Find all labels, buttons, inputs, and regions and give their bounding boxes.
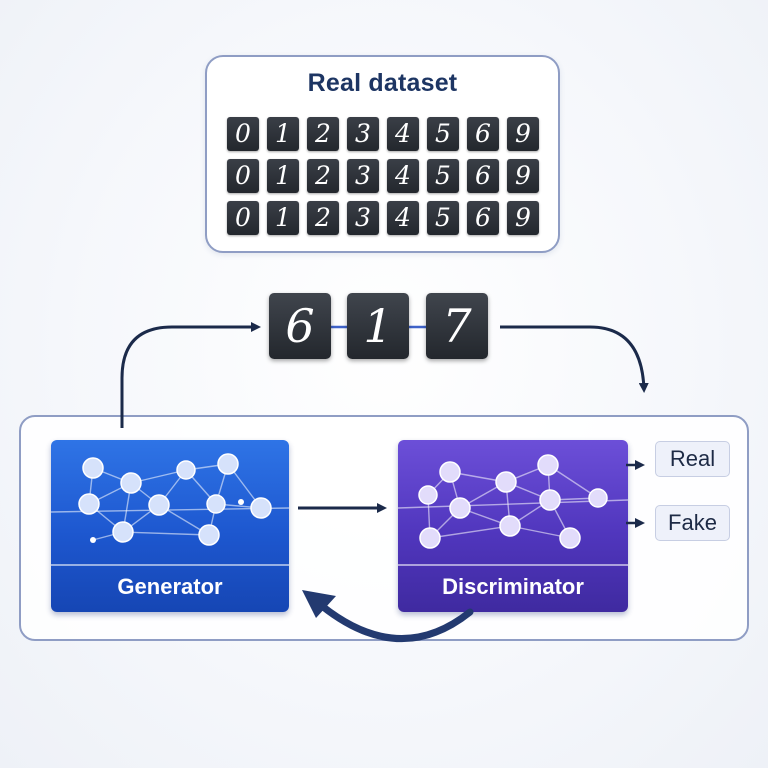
generator-network-graph [51, 453, 289, 546]
network-node [539, 489, 561, 511]
network-node [78, 493, 100, 515]
network-node [537, 454, 559, 476]
network-node [419, 527, 441, 549]
network-node [112, 521, 134, 543]
dataset-digit-cell: 2 [307, 159, 339, 193]
dataset-title: Real dataset [307, 69, 458, 97]
dataset-digit-cell: 0 [227, 159, 259, 193]
dataset-digit-cell: 0 [227, 201, 259, 235]
output-real-label: Real [655, 441, 730, 477]
output-fake-label: Fake [655, 505, 730, 541]
dataset-digit-cell: 1 [267, 117, 299, 151]
generator-block: Generator [51, 440, 289, 612]
network-node [449, 497, 471, 519]
dataset-digit-cell: 4 [387, 159, 419, 193]
network-node [176, 460, 196, 480]
dataset-digit-cell: 3 [347, 201, 379, 235]
dataset-digit-cell: 1 [267, 201, 299, 235]
generated-sample-tile: 6 [269, 293, 331, 359]
network-node [418, 485, 438, 505]
discriminator-divider [398, 564, 628, 566]
network-node [148, 494, 170, 516]
dataset-digit-cell: 6 [467, 117, 499, 151]
dataset-digit-cell: 9 [507, 159, 539, 193]
dataset-digit-cell: 4 [387, 201, 419, 235]
dataset-digit-cell: 9 [507, 201, 539, 235]
samples-to-discriminator-arrow [500, 325, 649, 393]
network-node [439, 461, 461, 483]
real-dataset-panel: Real dataset 0 1 2 3 4 5 6 9 0 1 2 3 4 5… [205, 55, 560, 253]
discriminator-block: Discriminator [398, 440, 628, 612]
dataset-digit-cell: 5 [427, 159, 459, 193]
dataset-digit-cell: 9 [507, 117, 539, 151]
dataset-digit-cell: 0 [227, 117, 259, 151]
generator-divider [51, 564, 289, 566]
dataset-digit-cell: 2 [307, 117, 339, 151]
network-node [217, 453, 239, 475]
network-node [588, 488, 608, 508]
dataset-digit-cell: 5 [427, 117, 459, 151]
generator-to-samples-arrow [120, 322, 261, 428]
network-node [82, 457, 104, 479]
dataset-digit-cell: 3 [347, 159, 379, 193]
dataset-digit-cell: 6 [467, 159, 499, 193]
dataset-digit-cell: 3 [347, 117, 379, 151]
network-node [120, 472, 142, 494]
generated-sample-tile: 1 [347, 293, 409, 359]
dataset-digit-cell: 1 [267, 159, 299, 193]
generator-label: Generator [117, 574, 223, 599]
discriminator-network-graph [398, 454, 628, 549]
generated-sample-tile: 7 [426, 293, 488, 359]
dataset-digit-cell: 5 [427, 201, 459, 235]
dataset-digit-cell: 4 [387, 117, 419, 151]
network-node [206, 494, 226, 514]
network-node [499, 515, 521, 537]
network-node [559, 527, 581, 549]
discriminator-label: Discriminator [442, 574, 584, 599]
dataset-digit-grid: 0 1 2 3 4 5 6 9 0 1 2 3 4 5 6 9 0 1 2 3 … [227, 117, 539, 235]
dataset-digit-cell: 2 [307, 201, 339, 235]
network-node [495, 471, 517, 493]
network-node [198, 524, 220, 546]
network-node [250, 497, 272, 519]
dataset-digit-cell: 6 [467, 201, 499, 235]
